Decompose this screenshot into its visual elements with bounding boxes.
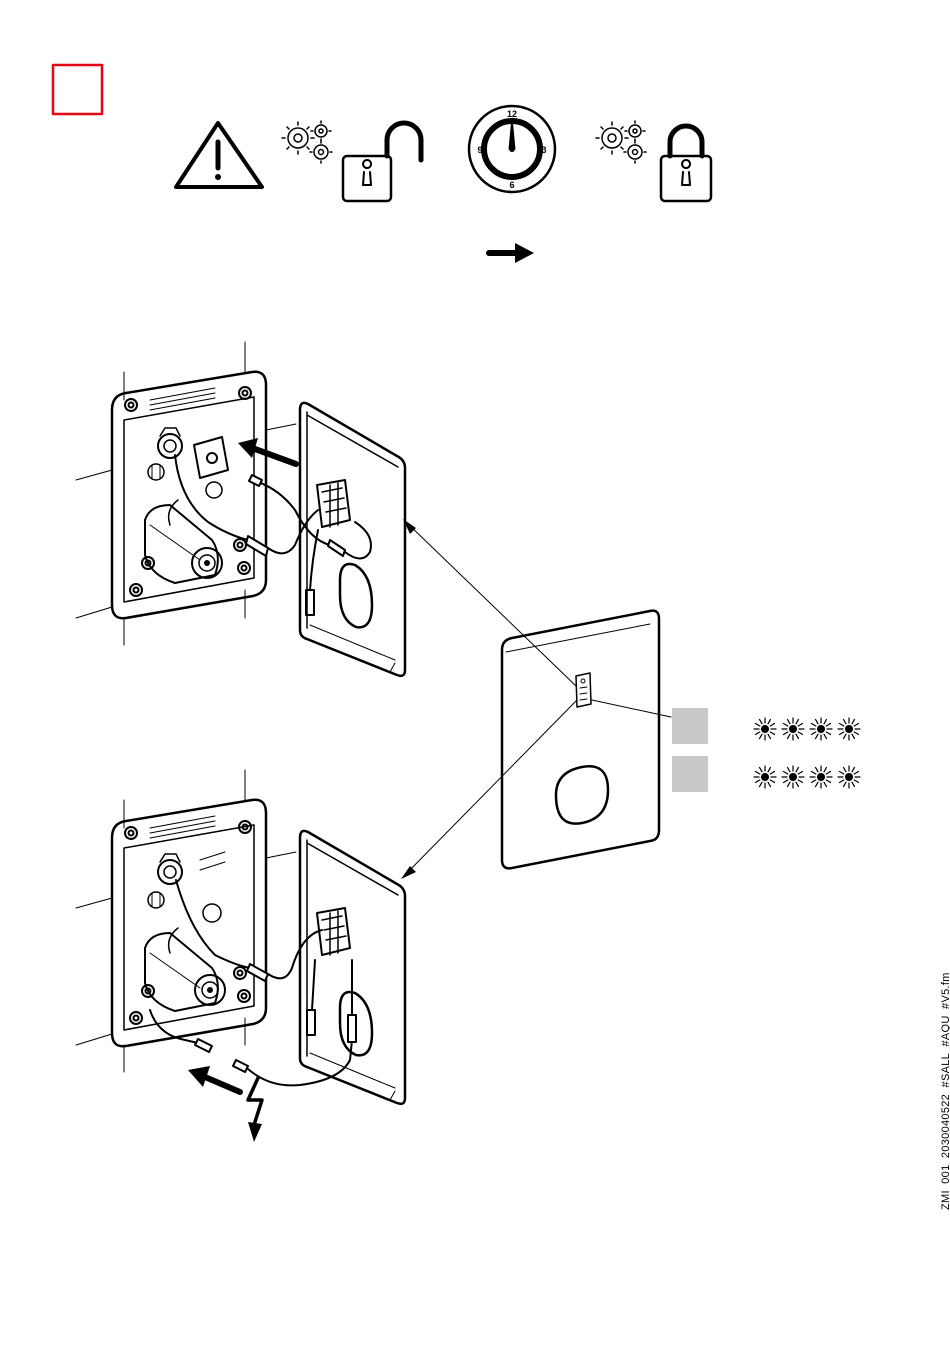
flash-icon [838,766,860,788]
page-marker-square [53,65,102,114]
unlocked-padlock-icon [343,123,421,201]
clock-dial-icon: 12 3 6 9 [469,106,555,192]
flash-icon [838,718,860,740]
mounting-frame-upper [112,372,266,618]
front-cover-plate [502,611,659,869]
mounting-frame-lower [112,800,266,1046]
file-reference: ZMI_001_2030040522_#SALL_#AQU_#V5.fm [940,972,950,1210]
indicator-square-1 [672,708,708,744]
warning-triangle-icon [176,123,262,187]
valve-body-upper [145,428,228,583]
dial-label-6: 6 [509,180,514,190]
pull-arrow-lower [188,1066,240,1092]
wall-lines-lower [76,770,296,1072]
cables-upper [175,455,371,616]
dial-label-3: 3 [541,145,546,155]
indicator-square-2 [672,756,708,792]
flash-indicators [754,718,860,788]
flash-icon [810,718,832,740]
locked-padlock-icon [661,126,711,201]
gears-icon [596,121,646,163]
flash-icon [782,766,804,788]
gears-icon [282,121,332,163]
arrow-right-icon [489,243,534,263]
indicator-squares [672,708,708,792]
leader-lines [401,519,671,879]
dial-label-9: 9 [477,145,482,155]
flash-icon [754,718,776,740]
electric-hazard-icon [248,1078,262,1142]
valve-body-lower [145,854,225,1011]
flash-icon [782,718,804,740]
flash-icon [810,766,832,788]
flash-icon [754,766,776,788]
dial-label-12: 12 [507,109,517,119]
